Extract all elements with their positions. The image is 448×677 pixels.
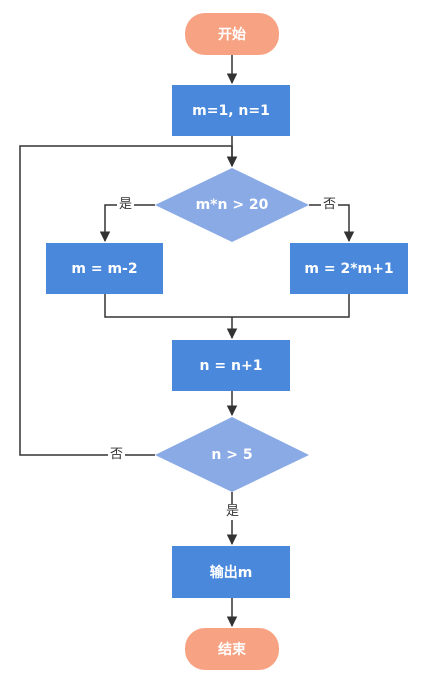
start-node: 开始	[185, 13, 279, 55]
end-node: 结束	[185, 628, 279, 670]
edge-cond1-yes	[99, 204, 155, 243]
edge-merge	[104, 294, 350, 318]
cond1-no-label: 否	[321, 197, 339, 213]
cond2-no-label: 否	[108, 447, 126, 463]
edge-cond2-no-loop	[19, 145, 238, 456]
init-box: m=1, n=1	[172, 85, 290, 136]
increment-box: n = n+1	[172, 340, 290, 391]
decision-diamond-cond1	[155, 168, 309, 242]
no-branch-box: m = 2*m+1	[290, 243, 408, 294]
cond2-yes-label: 是	[224, 504, 242, 520]
decision-diamond-cond2	[155, 417, 309, 492]
cond1-yes-label: 是	[117, 197, 135, 213]
cond2-label: n > 5	[211, 447, 253, 463]
yes-branch-box: m = m-2	[46, 243, 163, 294]
output-box: 输出m	[172, 546, 290, 598]
cond1-label: m*n > 20	[195, 197, 269, 213]
